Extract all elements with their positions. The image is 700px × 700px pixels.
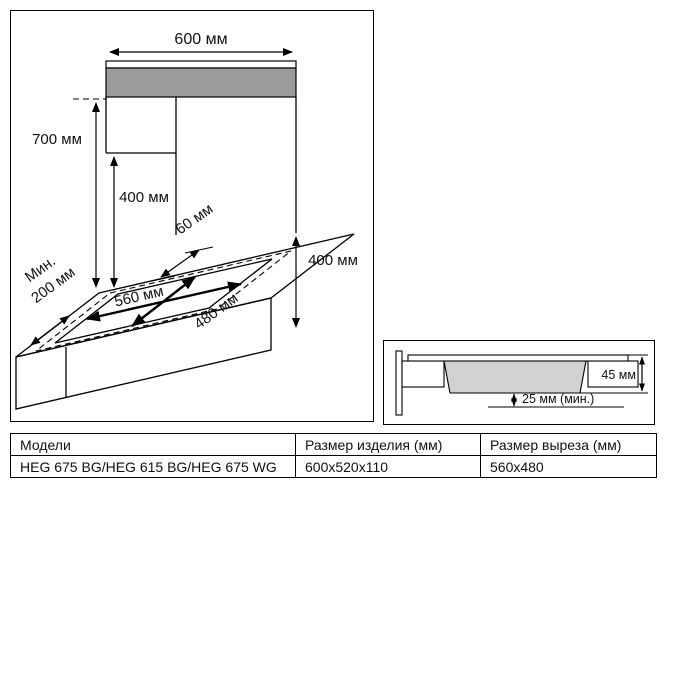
- dim-25: 25 мм (мин.): [488, 392, 624, 408]
- dim-400-right: 400 мм: [292, 236, 358, 328]
- spec-table-header-row: Модели Размер изделия (мм) Размер выреза…: [10, 433, 657, 456]
- installation-diagram-canvas: 600 мм 700 мм 400 мм: [15, 31, 358, 410]
- dim-600-label: 600 мм: [174, 31, 227, 48]
- dim-25-label: 25 мм (мин.): [522, 392, 594, 406]
- dim-480-label: 480 мм: [191, 290, 241, 333]
- dim-60-label: 60 мм: [173, 200, 217, 238]
- worktop-section: [401, 360, 639, 388]
- side-view-canvas: 45 мм 25 мм (мин.): [395, 350, 648, 416]
- spec-col-models: Модели: [10, 433, 296, 456]
- dim-45-label: 45 мм: [601, 368, 636, 382]
- spec-col-cutout-size: Размер выреза (мм): [480, 433, 657, 456]
- dim-400-right-label: 400 мм: [308, 252, 358, 269]
- cabinet-side-panel: [395, 350, 403, 416]
- dim-700-label: 700 мм: [32, 131, 82, 148]
- side-view-diagram: 45 мм 25 мм (мин.): [383, 340, 655, 425]
- dim-60: 60 мм: [146, 200, 217, 283]
- installation-diagram: 600 мм 700 мм 400 мм: [10, 10, 374, 422]
- spec-table: Модели Размер изделия (мм) Размер выреза…: [10, 433, 657, 478]
- dim-400-left-label: 400 мм: [119, 189, 169, 206]
- dim-400-left: 400 мм: [110, 156, 169, 288]
- spec-models-value: HEG 675 BG/HEG 615 BG/HEG 675 WG: [10, 455, 296, 478]
- spec-product-size-value: 600x520x110: [295, 455, 481, 478]
- spec-table-row: HEG 675 BG/HEG 615 BG/HEG 675 WG 600x520…: [10, 455, 657, 478]
- hood-band: [105, 60, 297, 98]
- dim-600: 600 мм: [109, 31, 293, 56]
- spec-col-product-size: Размер изделия (мм): [295, 433, 481, 456]
- cabinet-outline: [105, 97, 177, 235]
- appliance-outline-dashed: [35, 250, 292, 352]
- dim-45: 45 мм: [580, 354, 648, 394]
- dim-700: 700 мм: [32, 102, 100, 288]
- spec-cutout-size-value: 560x480: [480, 455, 657, 478]
